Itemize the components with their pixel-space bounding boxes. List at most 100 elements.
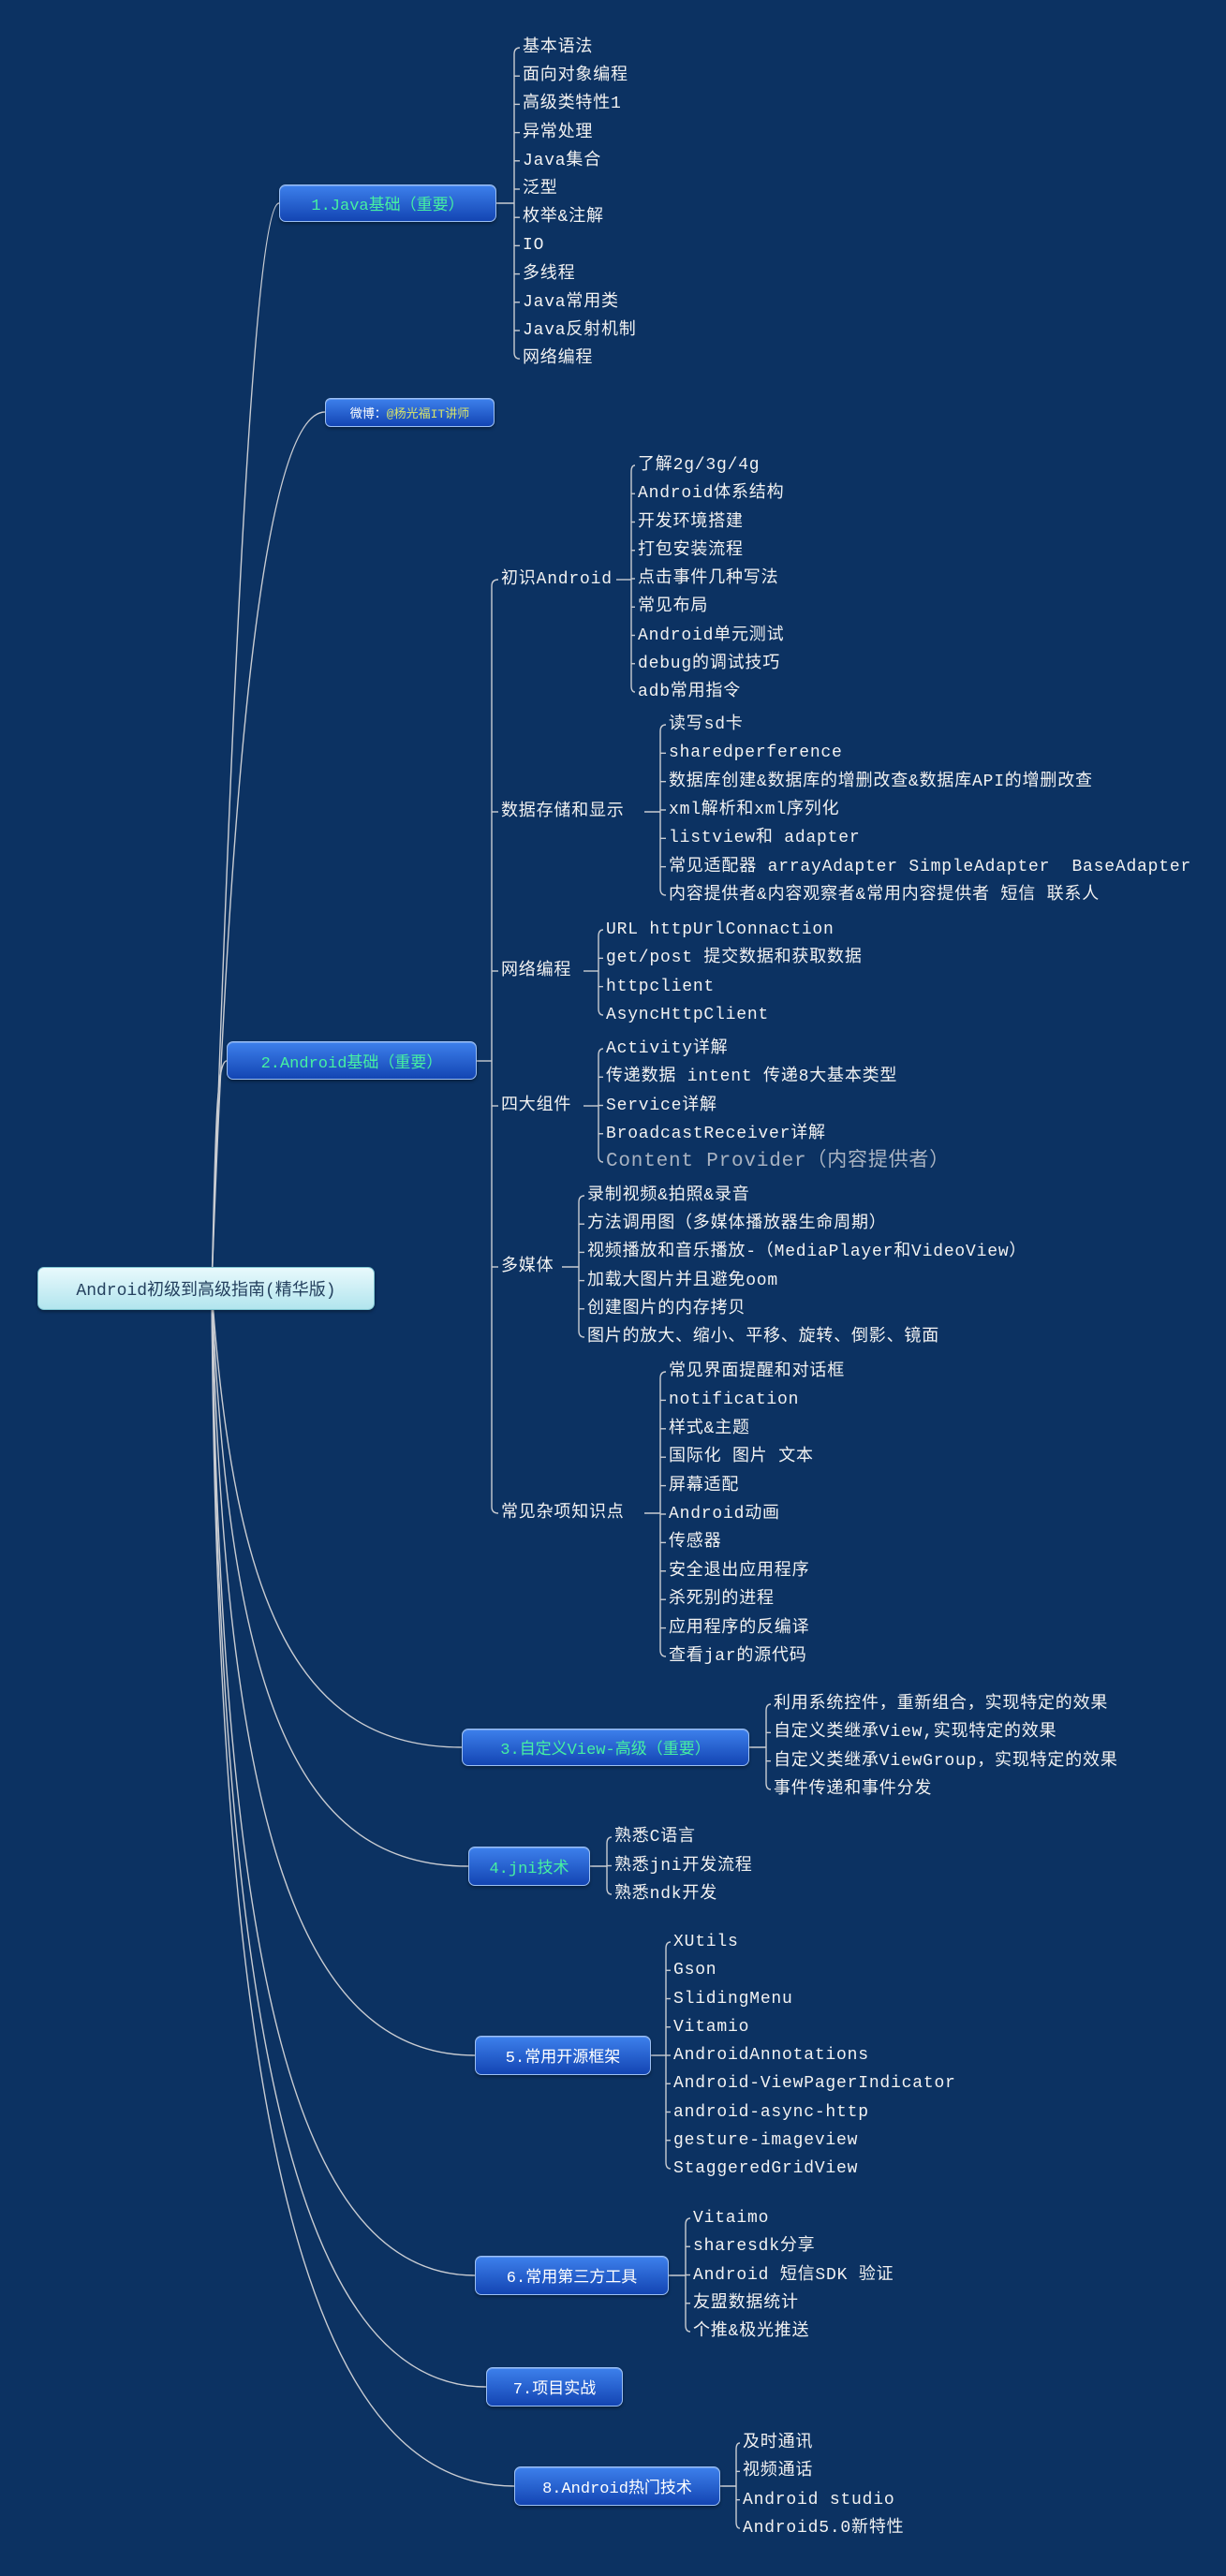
topic-item: 自定义类继承ViewGroup，实现特定的效果	[774, 1751, 1118, 1771]
topic-item: AndroidAnnotations	[673, 2046, 869, 2065]
branch-node-java: 1.Java基础（重要）	[279, 184, 496, 222]
topic-item: 多线程	[523, 264, 576, 284]
connector-root-to-weibo	[211, 411, 326, 1289]
topic-item: IO	[523, 236, 545, 256]
topic-item: Vitamio	[673, 2017, 750, 2037]
connector-root-to-open-source	[211, 1288, 476, 2056]
topic-item: Gson	[673, 1961, 717, 1980]
branch-label: 1.Java基础（重要）	[311, 198, 465, 215]
topic-item: 友盟数据统计	[693, 2293, 799, 2313]
subtopic-label: 四大组件	[501, 1097, 572, 1115]
topic-item: 了解2g/3g/4g	[638, 456, 761, 475]
topic-item: AsyncHttpClient	[606, 1005, 770, 1024]
topic-item: 熟悉jni开发流程	[614, 1856, 753, 1876]
topic-item: 安全退出应用程序	[669, 1561, 810, 1581]
topic-item: sharesdk分享	[693, 2237, 816, 2257]
topic-item: 点击事件几种写法	[638, 569, 779, 588]
connector-root-to-project	[211, 1288, 487, 2388]
topic-item: 高级类特性1	[523, 95, 622, 114]
bracket-spine	[491, 579, 499, 1514]
branch-node-android: 2.Android基础（重要）	[227, 1041, 477, 1080]
bracket-lines	[477, 47, 772, 2529]
topic-item: Android-ViewPagerIndicator	[673, 2074, 956, 2094]
topic-item: 利用系统控件，重新组合，实现特定的效果	[774, 1695, 1109, 1714]
topic-item: URL httpUrlConnaction	[606, 920, 835, 939]
branch-label: 2.Android基础（重要）	[260, 1054, 443, 1073]
topic-item: Android单元测试	[638, 626, 785, 645]
topic-item: 视频通话	[743, 2462, 814, 2481]
topic-item: Java反射机制	[523, 321, 637, 340]
topic-item: 传感器	[669, 1533, 722, 1553]
topic-item: 自定义类继承View,实现特定的效果	[774, 1723, 1057, 1743]
topic-item: 图片的放大、缩小、平移、旋转、倒影、镜面	[587, 1328, 939, 1347]
topic-item: 熟悉C语言	[614, 1828, 696, 1847]
topic-item: 加载大图片并且避免oom	[587, 1271, 779, 1290]
branch-node-custom-view: 3.自定义View-高级（重要）	[462, 1729, 749, 1766]
topic-item: Android动画	[669, 1505, 780, 1524]
topic-item: Activity详解	[606, 1039, 729, 1058]
branch-label: 4.jni技术	[489, 1861, 569, 1878]
topic-item: 常见适配器 arrayAdapter SimpleAdapter BaseAda…	[669, 857, 1192, 876]
branch-label: 6.常用第三方工具	[506, 2270, 638, 2288]
topic-item: 杀死别的进程	[669, 1590, 775, 1610]
topic-item: 泛型	[523, 180, 558, 199]
bracket-spine	[735, 2442, 741, 2529]
topic-item: Content Provider（内容提供者）	[606, 1151, 951, 1172]
topic-item: Android体系结构	[638, 484, 785, 504]
topic-item: debug的调试技巧	[638, 654, 781, 673]
topic-item: 常见布局	[638, 597, 709, 617]
topic-item: BroadcastReceiver详解	[606, 1124, 826, 1143]
bracket-spine	[578, 1195, 585, 1338]
bracket-spine	[598, 929, 604, 1016]
subtopic-label: 网络编程	[501, 962, 572, 980]
topic-item: 面向对象编程	[523, 66, 628, 86]
topic-item: 基本语法	[523, 38, 594, 57]
connector-root-to-android	[211, 1060, 228, 1289]
topic-item: Android 短信SDK 验证	[693, 2265, 894, 2285]
subtopic-label: 初识Android	[501, 570, 613, 589]
topic-item: 常见界面提醒和对话框	[669, 1362, 845, 1381]
branch-node-hot-tech: 8.Android热门技术	[514, 2466, 720, 2506]
topic-item: 枚举&注解	[523, 208, 604, 228]
topic-item: SlidingMenu	[673, 1989, 793, 2009]
topic-item: 异常处理	[523, 123, 594, 142]
topic-item: 熟悉ndk开发	[614, 1885, 718, 1904]
bracket-spine	[513, 47, 521, 360]
branch-node-open-source: 5.常用开源框架	[475, 2036, 651, 2075]
topic-item: 传递数据 intent 传递8大基本类型	[606, 1067, 898, 1087]
topic-item: listview和 adapter	[669, 829, 861, 848]
topic-item: 内容提供者&内容观察者&常用内容提供者 短信 联系人	[669, 885, 1100, 905]
branch-label: 3.自定义View-高级（重要）	[500, 1742, 711, 1759]
topic-item: 查看jar的源代码	[669, 1647, 807, 1666]
branch-node-jni: 4.jni技术	[468, 1847, 590, 1886]
branch-label: 7.项目实战	[512, 2381, 597, 2399]
topic-item: xml解析和xml序列化	[669, 800, 840, 819]
topic-item: 打包安装流程	[638, 540, 744, 560]
connector-root-to-jni	[211, 1288, 469, 1867]
weibo-label: 微博：	[349, 407, 387, 421]
topic-item: 个推&极光推送	[693, 2322, 810, 2341]
topic-item: 样式&主题	[669, 1419, 750, 1438]
topic-item: 应用程序的反编译	[669, 1618, 810, 1638]
weibo-handle: @杨光福IT讲师	[386, 407, 470, 421]
topic-item: 视频播放和音乐播放-（MediaPlayer和VideoView）	[587, 1243, 1027, 1262]
weibo-node: 微博：@杨光福IT讲师	[325, 398, 495, 427]
topic-item: 创建图片的内存拷贝	[587, 1299, 746, 1318]
topic-item: httpclient	[606, 977, 716, 996]
topic-item: 录制视频&拍照&录音	[587, 1186, 750, 1205]
topic-item: get/post 提交数据和获取数据	[606, 949, 863, 968]
branch-node-third-party: 6.常用第三方工具	[475, 2256, 669, 2295]
topic-item: 开发环境搭建	[638, 512, 744, 532]
topic-item: 数据库创建&数据库的增删改查&数据库API的增删改查	[669, 772, 1093, 791]
topic-item: Android studio	[743, 2490, 895, 2510]
topic-item: Service详解	[606, 1096, 717, 1115]
topic-item: Android5.0新特性	[743, 2518, 905, 2538]
branch-label: 8.Android热门技术	[542, 2480, 692, 2498]
connector-root-to-custom-view	[211, 1288, 463, 1748]
branch-label: 5.常用开源框架	[505, 2050, 621, 2068]
topic-item: 方法调用图（多媒体播放器生命周期）	[587, 1214, 887, 1234]
topic-item: XUtils	[673, 1933, 739, 1951]
topic-item: adb常用指令	[638, 683, 742, 701]
